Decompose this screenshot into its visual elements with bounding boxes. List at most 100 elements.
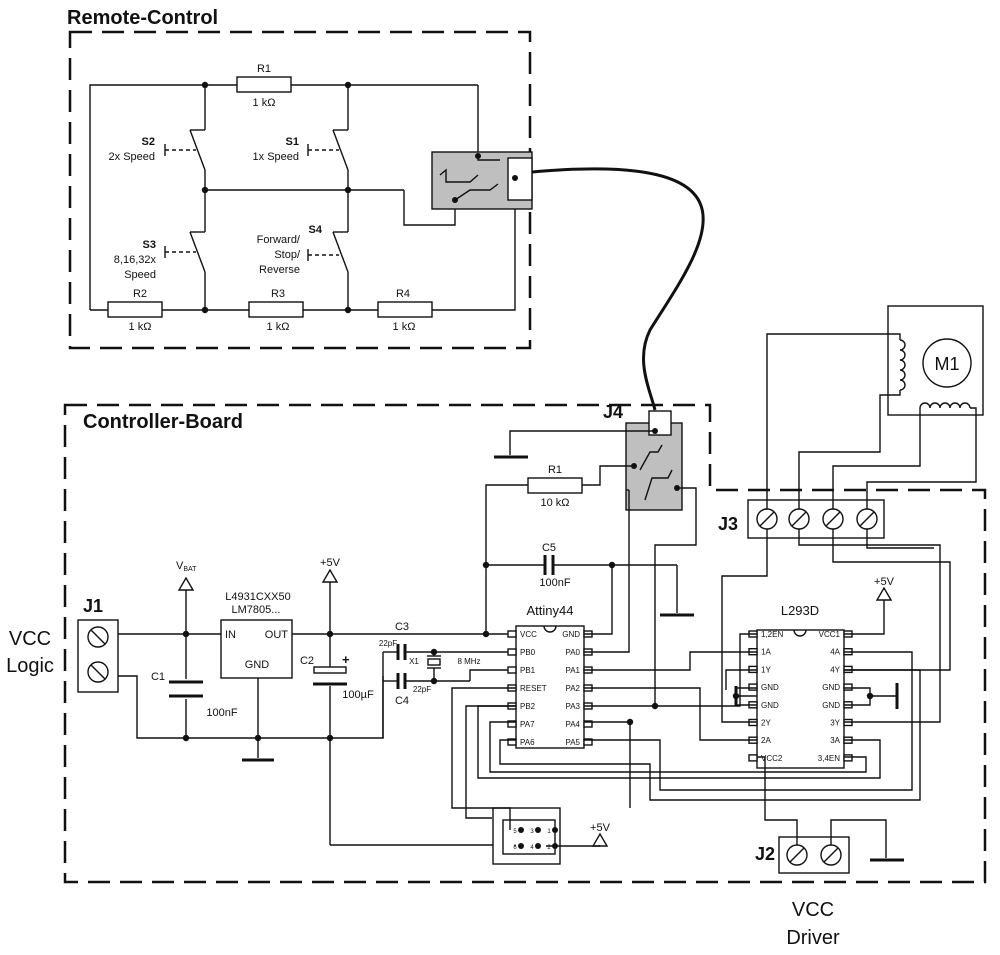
isp-pin-number: 4 <box>530 845 534 851</box>
motor-coil-b <box>919 402 971 409</box>
c1-value: 100nF <box>206 707 237 719</box>
j3-label: J3 <box>718 514 738 534</box>
c2-name: C2 <box>300 655 314 667</box>
r1-left-wire <box>485 484 528 635</box>
capacitor-c2 <box>313 666 347 686</box>
pin-stub <box>843 754 853 762</box>
c5-value: 100nF <box>539 577 570 589</box>
l293d-pin-left: GND <box>761 701 779 710</box>
l293-vcc1-wire <box>844 600 885 635</box>
l293d-notch <box>793 629 807 637</box>
isp-header <box>502 819 556 855</box>
pin-stub <box>843 683 853 691</box>
c2-plus: + <box>342 652 350 667</box>
r2-remote-value: 1 kΩ <box>129 321 152 333</box>
c5-name: C5 <box>542 542 556 554</box>
c1-name: C1 <box>151 671 165 683</box>
pin-stub <box>507 666 517 674</box>
plus5v-label-c2: +5V <box>320 557 341 569</box>
l293d-pin-left: 1,2EN <box>761 630 783 639</box>
s3-label1: 8,16,32x <box>114 254 157 266</box>
attiny44-pin-left: PB0 <box>520 648 536 657</box>
attiny44-chip <box>515 625 585 749</box>
attiny44-pin-left: PA6 <box>520 738 535 747</box>
j4-connector <box>625 410 683 511</box>
vbat-label: VBAT <box>176 560 197 573</box>
r3-remote-value: 1 kΩ <box>267 321 290 333</box>
remote-control-title: Remote-Control <box>67 7 218 29</box>
plus5v-arrow-isp <box>591 832 609 847</box>
resistor-r3-remote <box>248 301 304 318</box>
resistor-r1-remote <box>236 76 292 93</box>
resistor-r2-remote <box>107 301 163 318</box>
plus5v-arrow-c2 <box>321 568 339 583</box>
regulator-name2: LM7805... <box>232 604 281 616</box>
attiny44-pin-left: VCC <box>520 630 537 639</box>
switch-s3 <box>164 231 206 286</box>
c3-name: C3 <box>395 621 409 633</box>
s1-name: S1 <box>286 136 299 148</box>
vbat-arrow <box>177 576 195 591</box>
r1-right-wire <box>582 465 634 486</box>
l293d-pin-left: 2Y <box>761 719 771 728</box>
s4-name: S4 <box>309 224 323 236</box>
pin-stub <box>507 648 517 656</box>
vcc-logic-line1: VCC <box>9 628 51 650</box>
regulator-out: OUT <box>265 629 289 641</box>
attiny44-pin-right: PA3 <box>565 702 580 711</box>
regulator-name1: L4931CXX50 <box>225 591 290 603</box>
mcu-wiring <box>451 487 921 847</box>
controller-board-boundary <box>63 403 987 884</box>
remote-junctions <box>201 81 352 314</box>
isp-pin <box>535 827 541 833</box>
l293d-pin-right: GND <box>822 701 840 710</box>
l293d-pin-right: 3A <box>830 736 840 745</box>
switch-s1 <box>307 129 349 185</box>
s2-name: S2 <box>142 136 155 148</box>
s3-label2: Speed <box>124 269 156 281</box>
r1-remote-name: R1 <box>257 63 271 75</box>
regulator-gnd: GND <box>245 659 270 671</box>
l293d-chip <box>756 629 845 769</box>
isp-pin <box>552 827 558 833</box>
isp-pin-number: 6 <box>513 845 517 851</box>
c4-value: 22pF <box>413 685 431 694</box>
plus5v-label-isp: +5V <box>590 822 611 834</box>
s4-label2: Stop/ <box>274 249 301 261</box>
x1-value: 8 MHz <box>457 657 480 666</box>
attiny44-pin-left: PB1 <box>520 666 536 675</box>
l293d-name: L293D <box>781 603 819 618</box>
r4-remote-name: R4 <box>396 288 410 300</box>
attiny44-pin-left: PB2 <box>520 702 536 711</box>
pin-stub <box>507 720 517 728</box>
c2-value: 100µF <box>342 689 374 701</box>
plus5v-label-l293: +5V <box>874 576 895 588</box>
j1-terminal <box>77 619 119 693</box>
isp-pin-number: 2 <box>547 845 551 851</box>
pin-stub <box>507 630 517 638</box>
regulator-in: IN <box>225 629 236 641</box>
r1-board-value: 10 kΩ <box>540 497 569 509</box>
isp-pin-number: 1 <box>547 829 551 835</box>
c4-name: C4 <box>395 695 409 707</box>
attiny44-notch <box>543 625 557 633</box>
switch-s4 <box>307 231 349 286</box>
isp-pin <box>518 843 524 849</box>
j1-label: J1 <box>83 596 103 616</box>
power-wiring <box>118 582 516 846</box>
motor-m1 <box>922 338 972 388</box>
s3-name: S3 <box>143 239 156 251</box>
l293d-pin-right: 4A <box>830 648 840 657</box>
attiny44-pin-right: PA4 <box>565 720 580 729</box>
m1-label: M1 <box>934 354 959 374</box>
plus5v-arrow-l293 <box>875 586 893 601</box>
attiny44-pin-left: RESET <box>520 684 547 693</box>
vcc-driver-line2: Driver <box>786 927 840 949</box>
pin-stub <box>583 738 593 746</box>
attiny44-pin-left: PA7 <box>520 720 535 729</box>
motor-wiring <box>766 333 977 509</box>
capacitor-c1 <box>169 680 203 698</box>
j2-terminal <box>778 836 850 874</box>
r1-remote-value: 1 kΩ <box>253 97 276 109</box>
